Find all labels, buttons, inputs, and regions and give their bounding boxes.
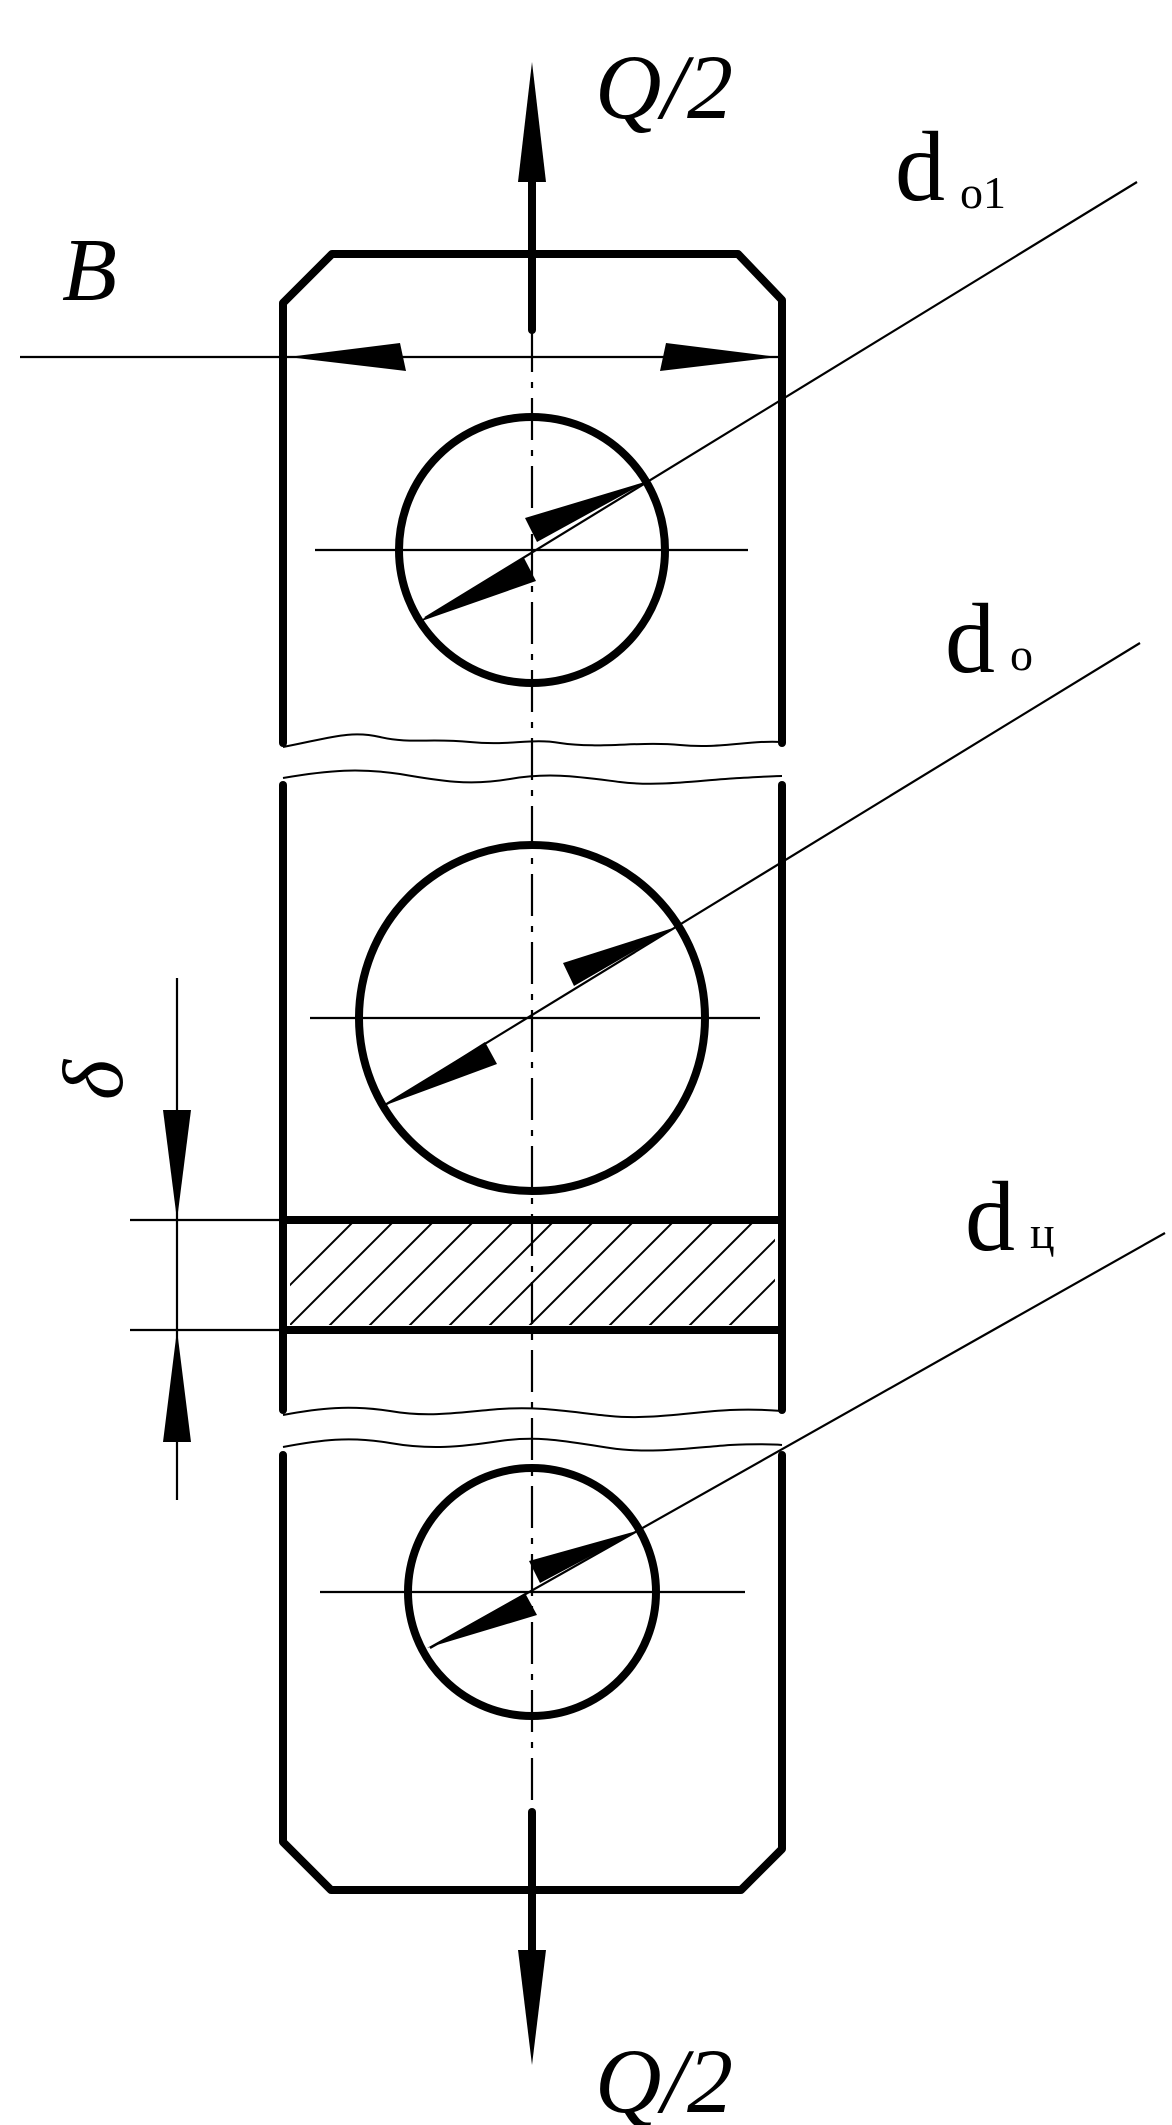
label-load-top: Q/2 [595,36,733,138]
thickness-dimension [130,978,283,1500]
leader-hole-middle [384,642,1141,1106]
svg-text:d: d [945,583,995,694]
svg-text:d: d [895,111,945,222]
svg-text:d: d [965,1161,1015,1272]
svg-text:δ: δ [45,1058,141,1100]
hatched-section [290,1224,775,1325]
label-load-bottom: Q/2 [595,2030,733,2125]
leader-hole-bottom [427,1232,1166,1649]
svg-text:o: o [1010,629,1033,680]
svg-text:Q/2: Q/2 [595,36,733,138]
label-thickness: δ [45,1058,141,1100]
hole-top [315,413,748,687]
label-hole-top: d o1 [895,111,1006,222]
load-arrow-bottom [518,1808,546,2065]
break-line-upper [282,733,783,785]
load-arrow-top [518,62,546,334]
label-hole-middle: d o [945,583,1033,694]
break-line-lower [282,1406,783,1452]
hole-bottom [320,1464,745,1720]
label-hole-bottom: d ц [965,1161,1055,1272]
label-width: B [62,221,117,320]
svg-text:B: B [62,221,117,320]
width-dimension [20,343,782,371]
hole-middle [310,841,760,1195]
svg-text:ц: ц [1030,1207,1055,1258]
leader-hole-top [416,181,1138,623]
svg-text:Q/2: Q/2 [595,2030,733,2125]
svg-text:o1: o1 [960,167,1006,218]
